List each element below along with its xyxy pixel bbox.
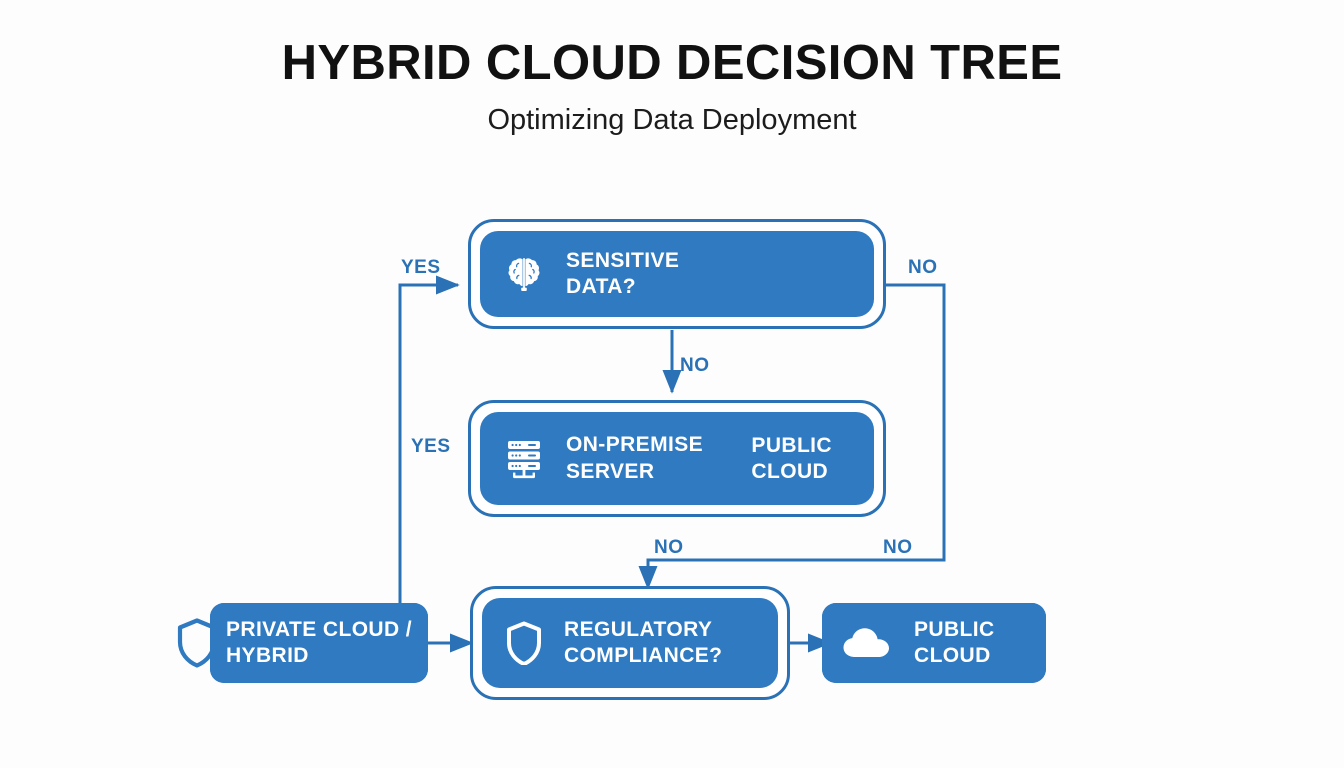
node-private-cloud-hybrid-label: PRIVATE CLOUD / HYBRID	[225, 617, 413, 667]
node-sensitive-data-label: SENSITIVE DATA?	[566, 248, 680, 298]
edge-label-no-compliance-right: NO	[883, 537, 913, 558]
page-subtitle: Optimizing Data Deployment	[487, 104, 857, 137]
node-regulatory-compliance-label: REGULATORY COMPLIANCE?	[564, 617, 723, 667]
node-regulatory-compliance[interactable]: REGULATORY COMPLIANCE?	[470, 586, 790, 700]
node-private-cloud-hybrid[interactable]: PRIVATE CLOUD / HYBRID	[210, 603, 428, 683]
edge-label-no-compliance-left: NO	[654, 537, 684, 558]
node-sensitive-data-body: SENSITIVE DATA?	[480, 231, 874, 317]
node-regulatory-compliance-body: REGULATORY COMPLIANCE?	[482, 598, 778, 688]
diagram-header: HYBRID CLOUD DECISION TREE Optimizing Da…	[0, 0, 1344, 137]
node-on-premise-server[interactable]: ON-PREMISE SERVER PUBLIC CLOUD	[468, 400, 886, 517]
edge-label-yes-sensitive: YES	[401, 257, 441, 278]
node-on-premise-server-body: ON-PREMISE SERVER PUBLIC CLOUD	[480, 412, 874, 505]
edge-label-no-sensitive-onprem: NO	[680, 355, 710, 376]
node-public-cloud-label: PUBLIC CLOUD	[914, 617, 995, 667]
cloud-icon	[842, 626, 892, 660]
page-title: HYBRID CLOUD DECISION TREE	[281, 36, 1063, 90]
node-public-cloud-inline-label: PUBLIC CLOUD	[751, 433, 832, 483]
node-public-cloud-body: PUBLIC CLOUD	[822, 603, 1046, 683]
shield-icon	[506, 621, 542, 665]
edge-label-yes-onprem-private: YES	[411, 436, 451, 457]
node-on-premise-server-label: ON-PREMISE SERVER	[566, 433, 704, 483]
server-rack-icon	[504, 438, 544, 480]
node-public-cloud[interactable]: PUBLIC CLOUD	[822, 603, 1046, 683]
node-private-cloud-hybrid-body: PRIVATE CLOUD / HYBRID	[210, 603, 428, 683]
node-sensitive-data[interactable]: SENSITIVE DATA?	[468, 219, 886, 329]
edge-label-no-sensitive-right: NO	[908, 257, 938, 278]
brain-icon	[504, 254, 544, 294]
